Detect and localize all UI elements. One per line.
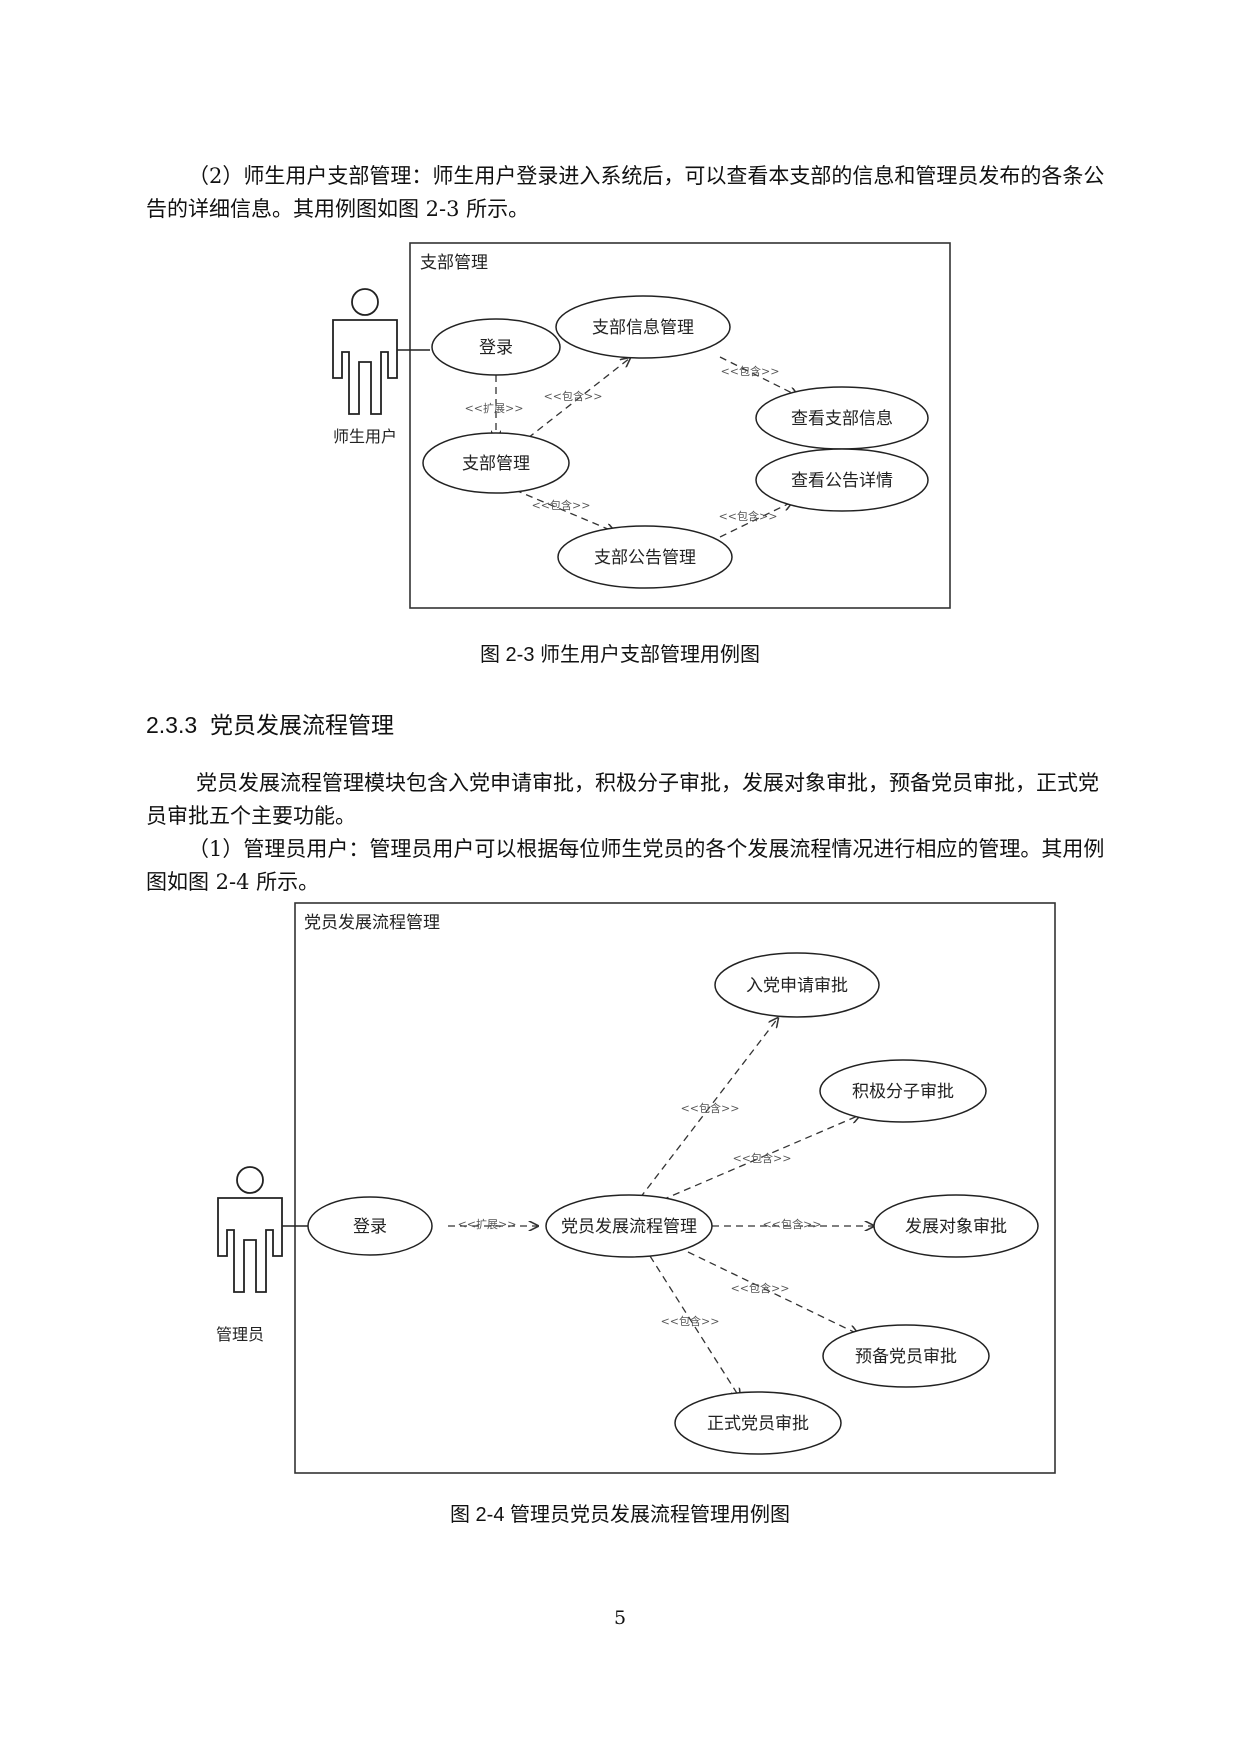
use-case-process-mgmt: [545, 1194, 713, 1258]
paragraph-admin-user-intro: （1）管理员用户：管理员用户可以根据每位师生党员的各个发展流程情况进行相应的管理…: [146, 837, 1105, 894]
include-label: <<包含>>: [731, 1281, 790, 1295]
actor-head-icon: [236, 1166, 264, 1194]
system-title: 党员发展流程管理: [304, 913, 440, 933]
system-boundary: [294, 902, 1056, 1474]
use-case-probationary-review: [822, 1324, 990, 1388]
use-case-probationary-review-label: 预备党员审批: [855, 1347, 957, 1367]
use-case-apply-review-label: 入党申请审批: [746, 976, 848, 996]
system-title: 支部管理: [420, 253, 488, 273]
page-number: 5: [613, 1607, 627, 1629]
use-case-view-notice-detail: [755, 448, 929, 512]
include-label: <<包含>>: [721, 364, 780, 378]
include-label: <<包含>>: [763, 1217, 822, 1231]
use-case-activist-review: [819, 1059, 987, 1123]
paragraph-branch-mgmt-intro: （2）师生用户支部管理：师生用户登录进入系统后，可以查看本支部的信息和管理员发布…: [146, 164, 1105, 221]
use-case-diagram-2-3: 支部管理 师生用户 <<扩展>> <<包含>> <<包含>> <<包含>> <<…: [332, 242, 951, 609]
actor-label: 管理员: [216, 1325, 264, 1344]
section-number: 2.3.3: [146, 712, 198, 738]
include-label: <<包含>>: [733, 1151, 792, 1165]
use-case-branch-mgmt-label: 支部管理: [462, 454, 530, 474]
use-case-branch-info-mgmt: [555, 295, 731, 359]
actor-label: 师生用户: [333, 427, 397, 446]
use-case-branch-mgmt: [422, 432, 570, 494]
actor-admin: 管理员: [216, 1166, 283, 1344]
use-case-process-mgmt-label: 党员发展流程管理: [561, 1217, 697, 1237]
use-case-view-notice-detail-label: 查看公告详情: [791, 471, 893, 491]
actor-teacher-student: 师生用户: [332, 288, 398, 446]
use-case-diagram-2-4: 党员发展流程管理 管理员 <<扩展>> <<包含>> <<包含>> <<包含>>…: [216, 902, 1056, 1474]
use-case-login: [431, 318, 561, 376]
use-case-view-branch-info-label: 查看支部信息: [791, 409, 893, 429]
use-case-login: [307, 1196, 433, 1256]
actor-head-icon: [351, 288, 379, 316]
include-label: <<包含>>: [719, 509, 778, 523]
use-case-target-review-label: 发展对象审批: [905, 1217, 1007, 1237]
use-case-branch-info-mgmt-label: 支部信息管理: [592, 318, 694, 338]
include-label: <<包含>>: [661, 1314, 720, 1328]
use-case-formal-review: [674, 1391, 842, 1455]
include-label: <<包含>>: [544, 389, 603, 403]
use-case-activist-review-label: 积极分子审批: [852, 1082, 954, 1102]
use-case-notice-mgmt: [557, 525, 733, 589]
extend-label: <<扩展>>: [465, 401, 524, 415]
actor-body-icon: [332, 319, 398, 415]
system-boundary: [409, 242, 951, 609]
include-label: <<包含>>: [532, 498, 591, 512]
use-case-login-label: 登录: [479, 338, 513, 358]
include-label: <<包含>>: [681, 1101, 740, 1115]
section-title: 党员发展流程管理: [209, 712, 394, 738]
actor-body-icon: [217, 1197, 283, 1293]
use-case-apply-review: [714, 952, 880, 1018]
paragraph-process-mgmt-intro: 党员发展流程管理模块包含入党申请审批，积极分子审批，发展对象审批，预备党员审批，…: [146, 771, 1099, 828]
use-case-login-label: 登录: [353, 1217, 387, 1237]
use-case-target-review: [873, 1194, 1039, 1258]
extend-label: <<扩展>>: [458, 1217, 517, 1231]
section-heading: 2.3.3 党员发展流程管理: [146, 706, 394, 740]
use-case-formal-review-label: 正式党员审批: [707, 1414, 809, 1434]
figure-caption-2-4: 图 2-4 管理员党员发展流程管理用例图: [449, 1504, 791, 1526]
figure-caption-2-3: 图 2-3 师生用户支部管理用例图: [479, 644, 761, 666]
use-case-notice-mgmt-label: 支部公告管理: [594, 548, 696, 568]
